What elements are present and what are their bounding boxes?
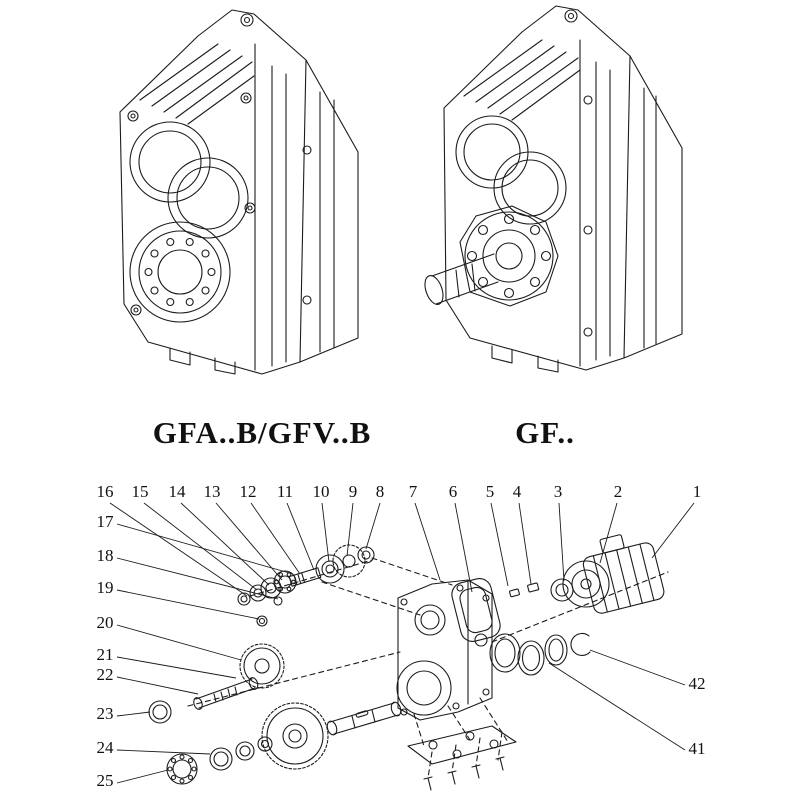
gear-housing	[396, 579, 493, 721]
part-callout-18: 18	[97, 546, 114, 565]
part-callout-25: 25	[97, 771, 114, 790]
circlip	[570, 632, 591, 656]
top-boss	[240, 13, 254, 27]
part-callout-13: 13	[204, 482, 221, 501]
output-gear	[261, 702, 329, 770]
part-callout-14: 14	[169, 482, 187, 501]
leader-line-25	[116, 769, 169, 784]
part-callout-21: 21	[97, 645, 114, 664]
part-callout-3: 3	[554, 482, 563, 501]
part-callout-17: 17	[97, 512, 115, 531]
part-callout-4: 4	[513, 482, 522, 501]
leader-line-14	[180, 502, 270, 586]
leader-line-3	[558, 502, 565, 582]
mounting-feet	[169, 347, 236, 375]
leader-line-24	[116, 749, 211, 755]
leader-line-2	[599, 502, 618, 564]
bolt-bosses	[127, 92, 256, 316]
pinion-shaft	[193, 677, 259, 710]
leader-line-4	[518, 502, 532, 585]
part-callout-16: 16	[97, 482, 114, 501]
top-cooling-ribs	[139, 43, 255, 125]
panel-edge	[299, 59, 307, 363]
part-callout-11: 11	[277, 482, 293, 501]
input-bearing-bores	[455, 115, 567, 225]
leader-line-5	[490, 502, 509, 587]
leader-line-9	[346, 502, 354, 557]
fastener-bolts	[509, 582, 540, 598]
housing-outline	[443, 5, 683, 371]
output-flange	[459, 205, 559, 307]
leader-line-13	[215, 502, 283, 581]
part-callout-10: 10	[313, 482, 330, 501]
leader-line-19	[116, 589, 260, 620]
part-callout-15: 15	[132, 482, 149, 501]
gearbox-drawing-gf	[424, 5, 683, 373]
leader-line-23	[116, 711, 151, 717]
leader-line-12	[250, 502, 301, 575]
leader-line-15	[143, 502, 258, 591]
assembly-axis-lines	[187, 557, 669, 779]
model-label-left: GFA..B/GFV..B	[153, 415, 372, 450]
leader-line-16	[109, 502, 248, 597]
part-callout-7: 7	[409, 482, 418, 501]
part-callout-23: 23	[97, 704, 114, 723]
part-callout-41: 41	[689, 739, 706, 758]
input-motor-unit	[562, 534, 665, 614]
exploded-parts-diagram	[148, 534, 669, 791]
leader-line-6	[454, 502, 473, 593]
mounting-feet	[491, 345, 559, 373]
leader-line-1	[651, 502, 695, 559]
housing-outline	[119, 9, 359, 375]
intermediate-gear-set	[237, 544, 375, 627]
part-callout-9: 9	[349, 482, 358, 501]
leader-line-8	[365, 502, 381, 550]
leader-line-20	[116, 624, 242, 661]
part-callout-19: 19	[97, 578, 114, 597]
side-panel-ribs	[271, 65, 335, 367]
input-bearing-bores	[129, 121, 249, 239]
leader-line-10	[321, 502, 330, 563]
panel-edge	[623, 55, 631, 359]
leader-line-17	[116, 523, 294, 575]
part-callout-24: 24	[97, 738, 115, 757]
retaining-ring	[148, 700, 172, 724]
mounting-plate	[407, 725, 517, 791]
part-callout-8: 8	[376, 482, 385, 501]
part-callout-1: 1	[693, 482, 702, 501]
part-callout-5: 5	[486, 482, 495, 501]
part-callout-42: 42	[689, 674, 706, 693]
leader-line-7	[414, 502, 441, 581]
part-callout-20: 20	[97, 613, 114, 632]
output-bearing-bore	[129, 221, 231, 323]
gearbox-drawing-gfab-gfvb	[119, 9, 359, 375]
side-panel-ribs	[583, 61, 657, 361]
output-shaft	[424, 253, 499, 305]
part-callout-2: 2	[614, 482, 623, 501]
leader-line-42	[589, 649, 686, 686]
top-cooling-ribs	[463, 39, 581, 121]
output-hollow-shaft	[326, 701, 402, 736]
leader-line-18	[116, 557, 279, 600]
gasket	[451, 578, 501, 642]
output-bearing-set	[166, 736, 273, 785]
part-callout-12: 12	[240, 482, 257, 501]
leader-line-21	[116, 656, 237, 679]
top-boss	[564, 9, 578, 23]
leader-line-41	[548, 662, 686, 751]
leader-line-22	[116, 676, 199, 695]
seal-rings	[489, 632, 591, 676]
model-label-right: GF..	[515, 415, 575, 450]
second-stage-gear	[239, 643, 285, 689]
part-callout-22: 22	[97, 665, 114, 684]
leader-line-11	[286, 502, 315, 571]
input-bearing	[550, 578, 574, 602]
part-callout-6: 6	[449, 482, 458, 501]
